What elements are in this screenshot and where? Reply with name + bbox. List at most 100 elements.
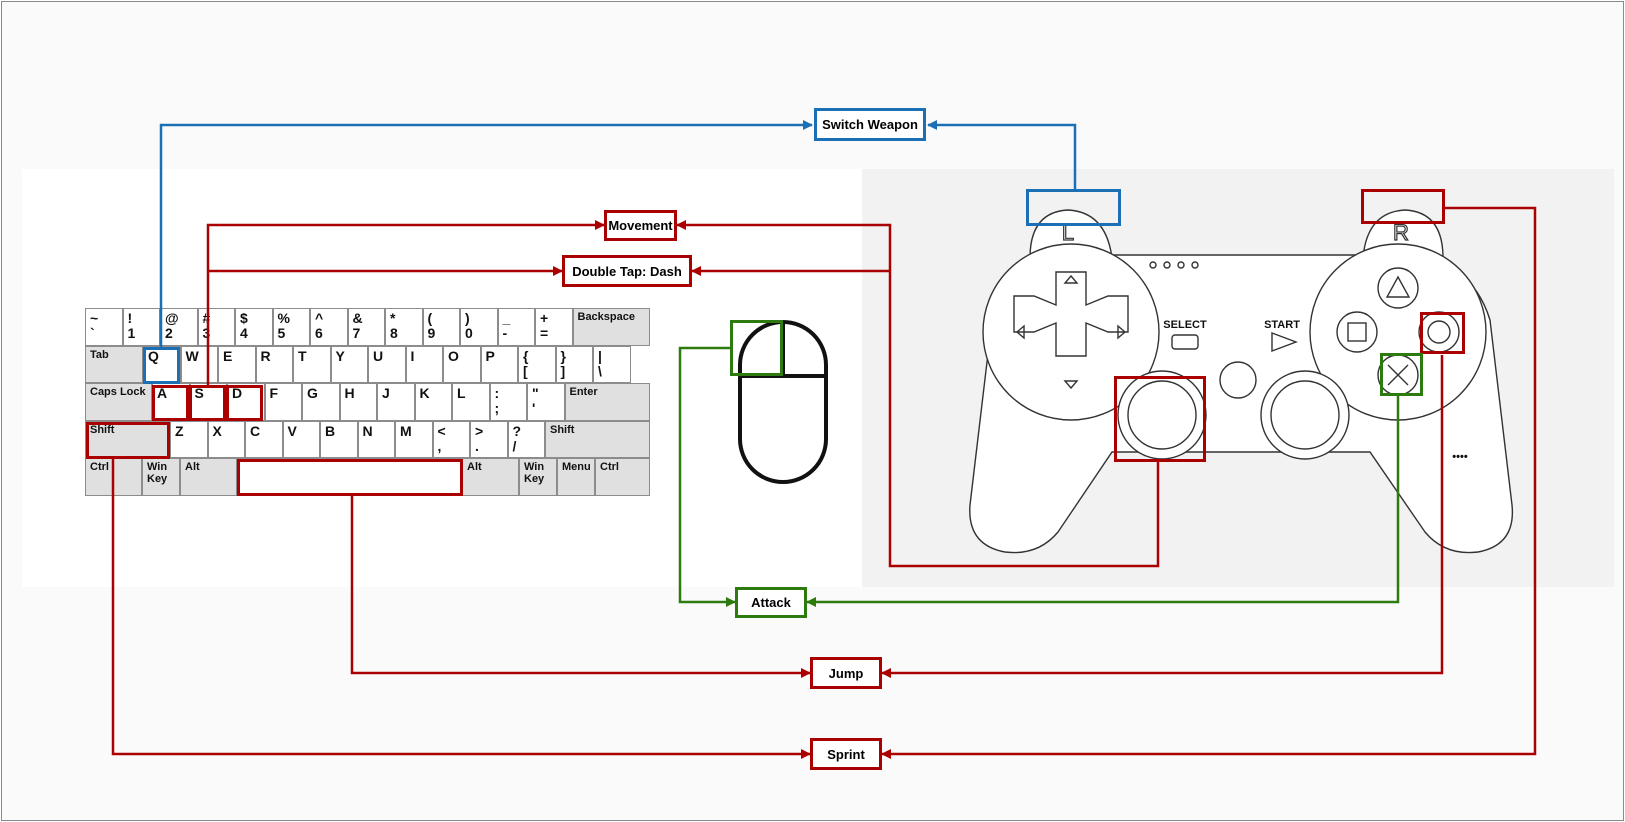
circle-button-highlight — [1420, 312, 1465, 354]
key-top-glyph: _ — [502, 310, 511, 326]
key-top-glyph: N — [362, 422, 373, 439]
key-b: B — [320, 420, 358, 458]
ps-button — [1219, 361, 1257, 399]
key-row1-0: ~` — [85, 308, 123, 346]
movement-label: Movement — [604, 210, 677, 241]
key-y: Y — [330, 345, 368, 383]
left-alt-key: Alt — [180, 458, 237, 496]
select-button — [1171, 334, 1199, 350]
spacebar-highlight — [237, 459, 463, 496]
sprint-label: Sprint — [810, 738, 882, 770]
key-top-glyph: X — [212, 422, 222, 439]
dpad-right-arrow — [1117, 324, 1127, 340]
r-shoulder-highlight — [1361, 189, 1445, 224]
key-top-glyph: T — [298, 347, 307, 364]
led-icon — [1177, 261, 1185, 269]
wire-mouse-to-attack — [678, 346, 736, 607]
menu-key: Menu — [557, 458, 595, 496]
key-top-glyph: ! — [127, 310, 133, 326]
key-g: G — [302, 383, 340, 421]
key-o: O — [443, 345, 481, 383]
key-n: N — [357, 420, 395, 458]
key-top-glyph: + — [540, 310, 549, 326]
a-key-highlight — [152, 385, 189, 421]
key-bottom-glyph: 2 — [165, 325, 173, 341]
key-top-glyph: Ctrl — [600, 461, 619, 473]
select-label: SELECT — [1163, 319, 1207, 331]
key-top-glyph: I — [410, 347, 415, 364]
key-row1-10: )0 — [460, 308, 498, 346]
key-bottom-glyph: ] — [560, 362, 566, 379]
key-bottom-glyph: . — [475, 437, 479, 454]
key-bottom-glyph: 6 — [315, 325, 323, 341]
key-top-glyph: A — [157, 385, 168, 401]
key-t: T — [293, 345, 331, 383]
q-key-highlight — [143, 347, 180, 384]
dpad-left-arrow — [1015, 324, 1025, 340]
key-row3-extra-1: "' — [527, 383, 565, 421]
key-s: S — [189, 383, 227, 421]
right-ctrl-key: Ctrl — [595, 458, 650, 496]
key-row2-extra-2: |\ — [593, 345, 631, 383]
key-top-glyph: G — [307, 385, 318, 401]
key-top-glyph: S — [194, 385, 204, 401]
key-top-glyph: Alt — [467, 461, 482, 473]
circle-icon — [1427, 320, 1451, 344]
key-bottom-glyph: 3 — [202, 325, 211, 341]
key-row1-8: *8 — [385, 308, 423, 346]
r-label: R — [1393, 220, 1409, 245]
key-p: P — [480, 345, 518, 383]
led-icon — [1191, 261, 1199, 269]
key-bottom-glyph: ; — [494, 400, 500, 416]
key-row1-9: (9 — [422, 308, 460, 346]
key-top-glyph: H — [344, 385, 355, 401]
key-top-glyph: @ — [165, 310, 179, 326]
switch-weapon-label: Switch Weapon — [814, 108, 926, 141]
key-top-glyph: J — [382, 385, 390, 401]
key-top-glyph: Alt — [185, 461, 200, 473]
key-top-glyph: ( — [427, 310, 433, 326]
wire-wasd-to-movement — [206, 220, 605, 386]
key-top-glyph: ~ — [90, 310, 99, 326]
key-top-glyph: # — [202, 310, 211, 326]
key-top-glyph: Y — [335, 347, 345, 364]
left-win-key: Win Key — [142, 458, 180, 496]
key-top-glyph: Menu — [562, 461, 591, 473]
key-top-glyph: Shift — [550, 423, 575, 436]
wire-l-to-switch-weapon — [927, 120, 1077, 190]
key-v: V — [282, 420, 320, 458]
d-key-highlight — [226, 385, 263, 421]
key-top-glyph: | — [598, 347, 602, 364]
key-row1-12: += — [535, 308, 573, 346]
key-top-glyph: : — [494, 385, 500, 401]
key-row1-3: #3 — [197, 308, 235, 346]
key-row1-1: !1 — [122, 308, 160, 346]
key-top-glyph: Enter — [569, 386, 598, 398]
led-icon — [1163, 261, 1171, 269]
right-win-key: Win Key — [519, 458, 557, 496]
key-top-glyph: " — [532, 385, 539, 401]
triangle-icon — [1385, 275, 1411, 298]
key-top-glyph: ) — [465, 310, 470, 326]
key-top-glyph: * — [390, 310, 396, 326]
key-top-glyph: ? — [512, 422, 522, 439]
key-bottom-glyph: , — [437, 437, 442, 454]
key-bottom-glyph: / — [512, 437, 517, 454]
key-top-glyph: P — [485, 347, 495, 364]
key-bottom-glyph: ' — [532, 400, 536, 416]
shift-key-highlight — [86, 422, 170, 459]
key-e: E — [218, 345, 256, 383]
cross-icon — [1387, 364, 1409, 386]
dpad-down-arrow — [1063, 380, 1079, 390]
key-top-glyph: Caps Lock — [90, 386, 146, 398]
key-top-glyph: E — [223, 347, 233, 364]
key-row1-4: $4 — [235, 308, 273, 346]
key-top-glyph: { — [523, 347, 529, 364]
wire-shift-to-sprint — [111, 458, 811, 759]
caps-lock-key: Caps Lock — [85, 383, 152, 421]
right-stick — [1270, 380, 1340, 450]
connectors — [111, 120, 1537, 759]
key-h: H — [339, 383, 377, 421]
backspace-key: Backspace — [572, 308, 650, 346]
key-row1-5: %5 — [272, 308, 310, 346]
